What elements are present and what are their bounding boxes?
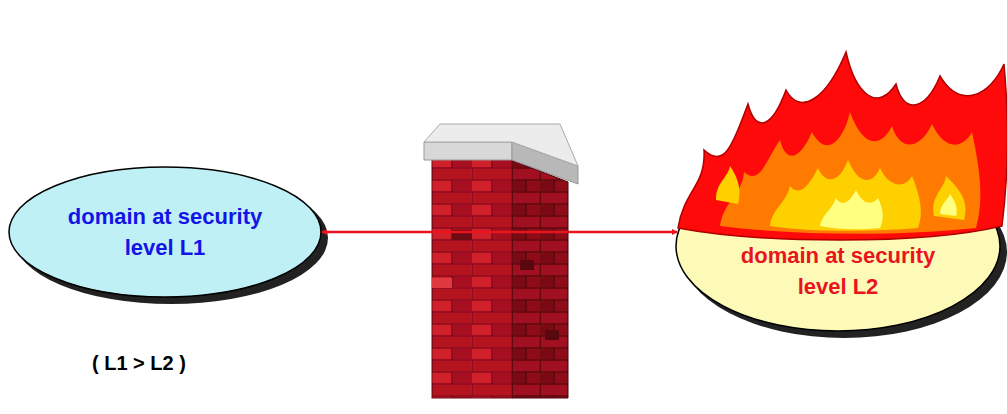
ellipse-outline [8, 166, 322, 298]
security-domain: domain at security level L1 [8, 166, 322, 298]
domain-label: domain at security level L1 [49, 201, 281, 263]
domain-label: domain at security level L2 [722, 240, 954, 302]
relation-note: ( L1 > L2 ) [92, 352, 186, 375]
traffic-arrow [322, 231, 677, 234]
ellipse-shape [676, 161, 1000, 331]
ellipse-shape [9, 167, 321, 297]
